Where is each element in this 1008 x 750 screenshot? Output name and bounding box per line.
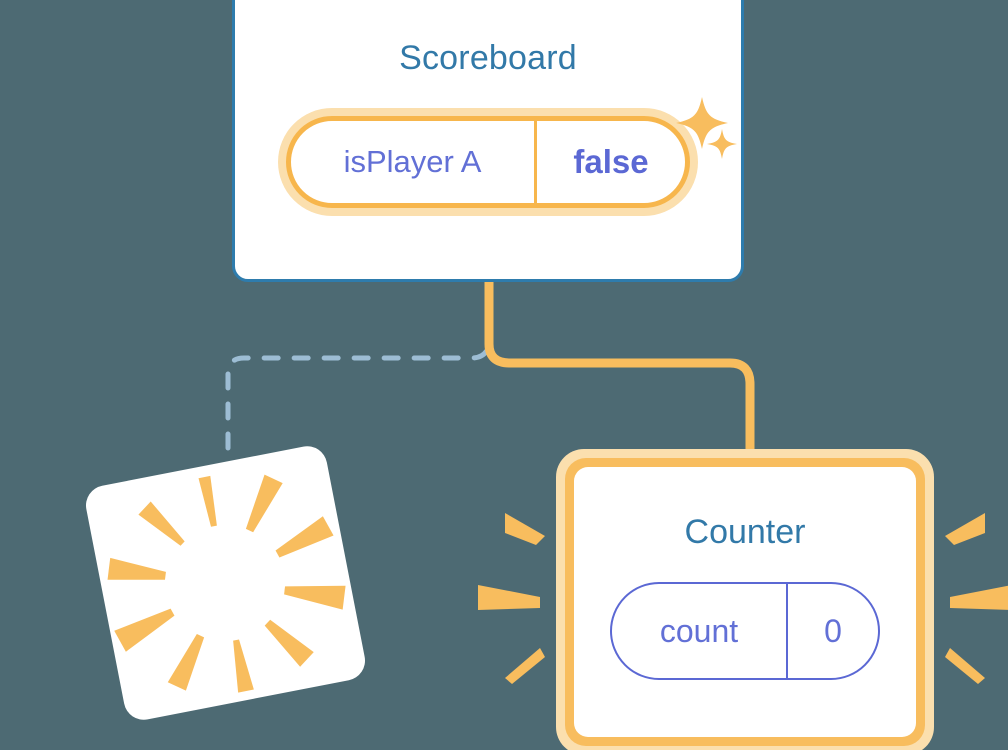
scoreboard-property-key: isPlayer A (291, 121, 537, 203)
scoreboard-title: Scoreboard (399, 39, 577, 77)
counter-title: Counter (684, 513, 806, 551)
counter-property-pill[interactable]: count 0 (610, 582, 880, 680)
connector-scoreboard-to-blank (225, 289, 492, 475)
counter-card-border: Counter count 0 (565, 458, 925, 746)
scoreboard-property-glow: isPlayer A false (278, 108, 698, 216)
counter-property-value: 0 (824, 612, 842, 649)
blank-card[interactable] (82, 442, 369, 724)
burst-icon (107, 474, 346, 693)
connector-scoreboard-to-counter (484, 282, 755, 470)
counter-property-key: count (612, 584, 788, 678)
scoreboard-property-value: false (573, 143, 649, 180)
card-counter[interactable]: Counter count 0 (556, 449, 934, 750)
card-scoreboard[interactable]: Scoreboard isPlayer A false (232, 0, 744, 282)
counter-card-body: Counter count 0 (574, 467, 916, 737)
scoreboard-property-pill[interactable]: isPlayer A false (286, 116, 690, 208)
